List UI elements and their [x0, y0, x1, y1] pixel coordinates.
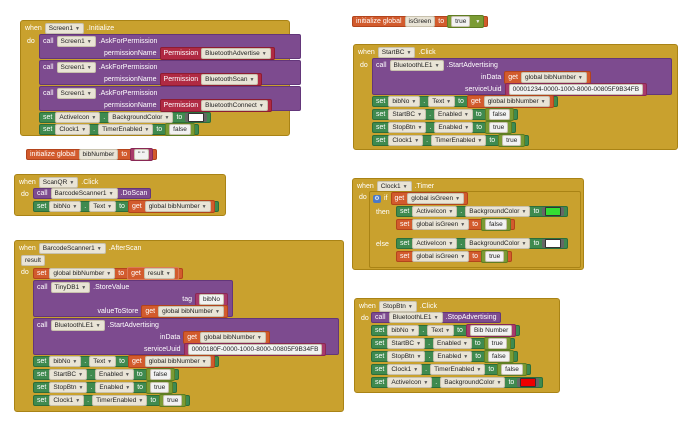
chevron-down-icon: ▼: [74, 25, 80, 32]
set-clock1-timerenabled[interactable]: set Clock1▼. TimerEnabled▼ to false: [371, 363, 531, 376]
ask-permission-call-1[interactable]: call Screen1▼ .AskForPermission permissi…: [39, 34, 301, 60]
startbc-click-event[interactable]: when StartBC▼ .Click do call BluetoothLE…: [353, 44, 678, 150]
set-startbc-enabled[interactable]: set StartBC▼. Enabled▼ to true: [371, 337, 515, 350]
init-global-bibnumber[interactable]: initialize global bibNumber to " ": [26, 148, 157, 161]
set-activeicon-bgcolor[interactable]: set ActiveIcon▼. BackgroundColor▼ to: [371, 377, 544, 388]
set-bibno-text[interactable]: set bibNo▼. Text▼ to Bib Number: [371, 324, 521, 337]
ble-startadvertising[interactable]: call BluetoothLE1▼ .StartAdvertising inD…: [372, 58, 672, 96]
set-startbc-enabled[interactable]: set StartBC▼. Enabled▼ to false: [372, 108, 519, 121]
barcodescanner-afterscan-event[interactable]: when BarcodeScanner1▼ .AfterScan result …: [14, 240, 344, 412]
set-clock1-timerenabled[interactable]: set Clock1▼. TimerEnabled▼ to true: [372, 134, 530, 147]
event-header: when Screen1▼ .Initialize: [25, 23, 115, 34]
color-swatch[interactable]: [520, 378, 537, 387]
set-startbc-enabled[interactable]: set StartBC▼. Enabled▼ to false: [33, 368, 180, 381]
set-stopbtn-enabled[interactable]: set StopBtn▼. Enabled▼ to true: [33, 381, 178, 394]
set-stopbtn-enabled[interactable]: set StopBtn▼. Enabled▼ to true: [372, 121, 517, 134]
tinydb-storevalue[interactable]: call TinyDB1▼ .StoreValue tag bibNo valu…: [33, 280, 233, 318]
stopbtn-click-event[interactable]: when StopBtn▼ .Click do call BluetoothLE…: [354, 298, 560, 393]
set-clock1-timerenabled[interactable]: set Clock1▼. TimerEnabled▼ to true: [33, 394, 191, 407]
color-swatch[interactable]: [545, 239, 562, 248]
screen1-initialize-event[interactable]: when Screen1▼ .Initialize do call Screen…: [20, 20, 301, 136]
ask-permission-call-3[interactable]: call Screen1▼ .AskForPermission permissi…: [39, 86, 301, 112]
scanqr-click-event[interactable]: when ScanQR▼ .Click do call BarcodeScann…: [14, 174, 226, 216]
color-swatch[interactable]: [545, 207, 562, 216]
set-activeicon-bgcolor[interactable]: set ActiveIcon▼. BackgroundColor▼ to: [396, 238, 569, 249]
ble-stopadvertising[interactable]: call BluetoothLE1▼ .StopAdvertising: [371, 312, 501, 323]
set-activeicon-bgcolor[interactable]: set ActiveIcon▼ .BackgroundColor▼ to: [39, 112, 212, 123]
set-stopbtn-enabled[interactable]: set StopBtn▼. Enabled▼ to false: [371, 350, 518, 363]
param-result[interactable]: result: [21, 255, 45, 266]
set-activeicon-bgcolor[interactable]: set ActiveIcon▼. BackgroundColor▼ to: [396, 206, 569, 217]
ask-permission-call-2[interactable]: call Screen1▼ .AskForPermission permissi…: [39, 60, 301, 86]
gear-icon[interactable]: ⚙: [373, 194, 381, 203]
color-swatch[interactable]: [188, 113, 205, 122]
set-global-isgreen[interactable]: set global isGreen▼ to false: [396, 218, 515, 231]
set-clock1-timerenabled[interactable]: set Clock1▼ .TimerEnabled▼ to false: [39, 123, 199, 136]
ble-startadvertising[interactable]: call BluetoothLE1▼ .StartAdvertising inD…: [33, 318, 339, 356]
set-global-isgreen[interactable]: set global isGreen▼ to true: [396, 250, 513, 263]
call-doscan[interactable]: call BarcodeScanner1▼ .DoScan: [33, 188, 152, 199]
init-global-isgreen[interactable]: initialize global isGreen to true▼: [352, 15, 489, 28]
chevron-down-icon: ▼: [86, 38, 92, 45]
component-dropdown[interactable]: Screen1▼: [44, 23, 84, 34]
